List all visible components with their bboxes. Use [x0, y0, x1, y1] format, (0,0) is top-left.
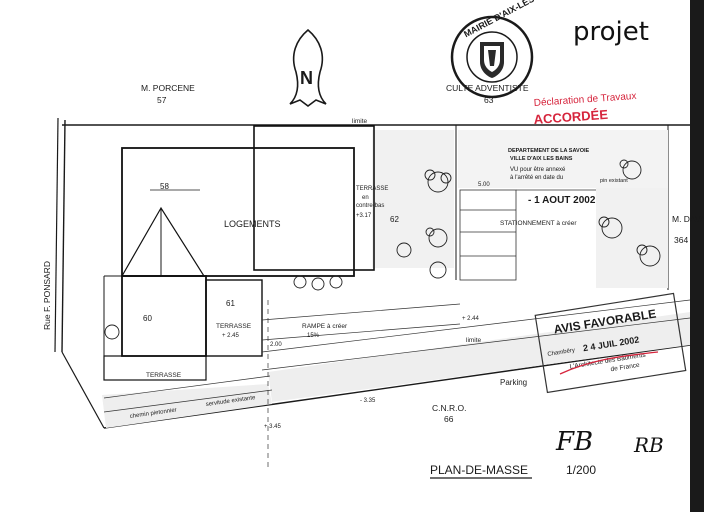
parking-grid: [459, 189, 596, 281]
plan-title: PLAN-DE-MASSE: [430, 463, 528, 477]
approval-stamp: DEPARTEMENT DE LA SAVOIE VILLE D'AIX LES…: [508, 148, 596, 206]
limite-bottom: limite: [466, 337, 482, 344]
lot-62: 62: [390, 215, 399, 224]
logements-label: LOGEMENTS: [224, 219, 281, 229]
stamp-declaration: Déclaration de Travaux: [533, 91, 636, 109]
rampe-label: RAMPE à créer: [302, 323, 348, 330]
projet-label: projet: [573, 17, 649, 47]
neighbor-davat-number: 364: [674, 235, 688, 245]
neighbor-davat: M. DAVAT: [672, 214, 704, 224]
red-signature: [559, 351, 659, 375]
scan-edge: [690, 0, 704, 512]
terrasse-top-level: +3.17: [356, 213, 372, 219]
neighbor-cnro-number: 66: [444, 414, 454, 424]
lot-61: 61: [226, 299, 235, 308]
neighbor-culte-number: 63: [484, 95, 494, 105]
stamp-ville: VILLE D'AIX LES BAINS: [510, 156, 573, 162]
stationnement-label: STATIONNEMENT à créer: [500, 220, 577, 227]
stamp-arrete: à l'arrêté en date du: [510, 175, 563, 181]
initials-rb: RB: [633, 433, 664, 457]
ramp-hatching: [103, 299, 691, 470]
building-logements: [103, 125, 375, 381]
limite-top: limite: [352, 118, 368, 125]
pin-existant: pin existant: [600, 178, 628, 184]
terrasse-top-label-2: en: [362, 195, 369, 201]
level-345: + 3.45: [264, 424, 282, 430]
level-200: 2.00: [270, 342, 282, 348]
stamp-de-france: de France: [610, 362, 640, 374]
plan-scale: 1/200: [566, 463, 596, 477]
stamp-vu: VU pour être annexé: [510, 167, 566, 173]
terrasse-bottom-label: TERRASSE: [146, 372, 182, 379]
level-244: + 2.44: [462, 316, 480, 322]
stamp-accordee: ACCORDÉE: [533, 107, 609, 127]
stamp-dept: DEPARTEMENT DE LA SAVOIE: [508, 148, 590, 154]
vegetation-zones: [102, 130, 690, 428]
level-335: - 3.35: [360, 398, 376, 404]
neighbor-porcene-number: 57: [157, 95, 167, 105]
lot-60: 60: [143, 314, 152, 323]
terrasse-mid-level: + 2.45: [222, 333, 240, 339]
lot-58: 58: [160, 182, 169, 191]
north-letter: N: [300, 68, 313, 88]
neighbor-porcene: M. PORCENE: [141, 83, 195, 93]
terrasse-top-label: TERRASSE: [356, 186, 388, 192]
north-arrow-icon: N: [289, 28, 327, 107]
street-label: Rue F. PONSARD: [42, 261, 52, 330]
neighbor-cnro: C.N.R.O.: [432, 403, 466, 413]
terrasse-top-label-3: contre-bas: [356, 203, 384, 209]
level-500: 5.00: [478, 182, 490, 188]
terrasse-mid-label: TERRASSE: [216, 323, 252, 330]
stamp-chambery: Chambéry: [547, 348, 575, 358]
neighbor-culte: CULTE ADVENTISTE: [446, 83, 529, 93]
tree-symbols: [104, 159, 661, 340]
stamp-date1: - 1 AOUT 2002: [528, 195, 596, 206]
parking-label: Parking: [500, 378, 527, 387]
site-boundary: [54, 117, 691, 429]
initials-fb: FB: [555, 427, 593, 457]
